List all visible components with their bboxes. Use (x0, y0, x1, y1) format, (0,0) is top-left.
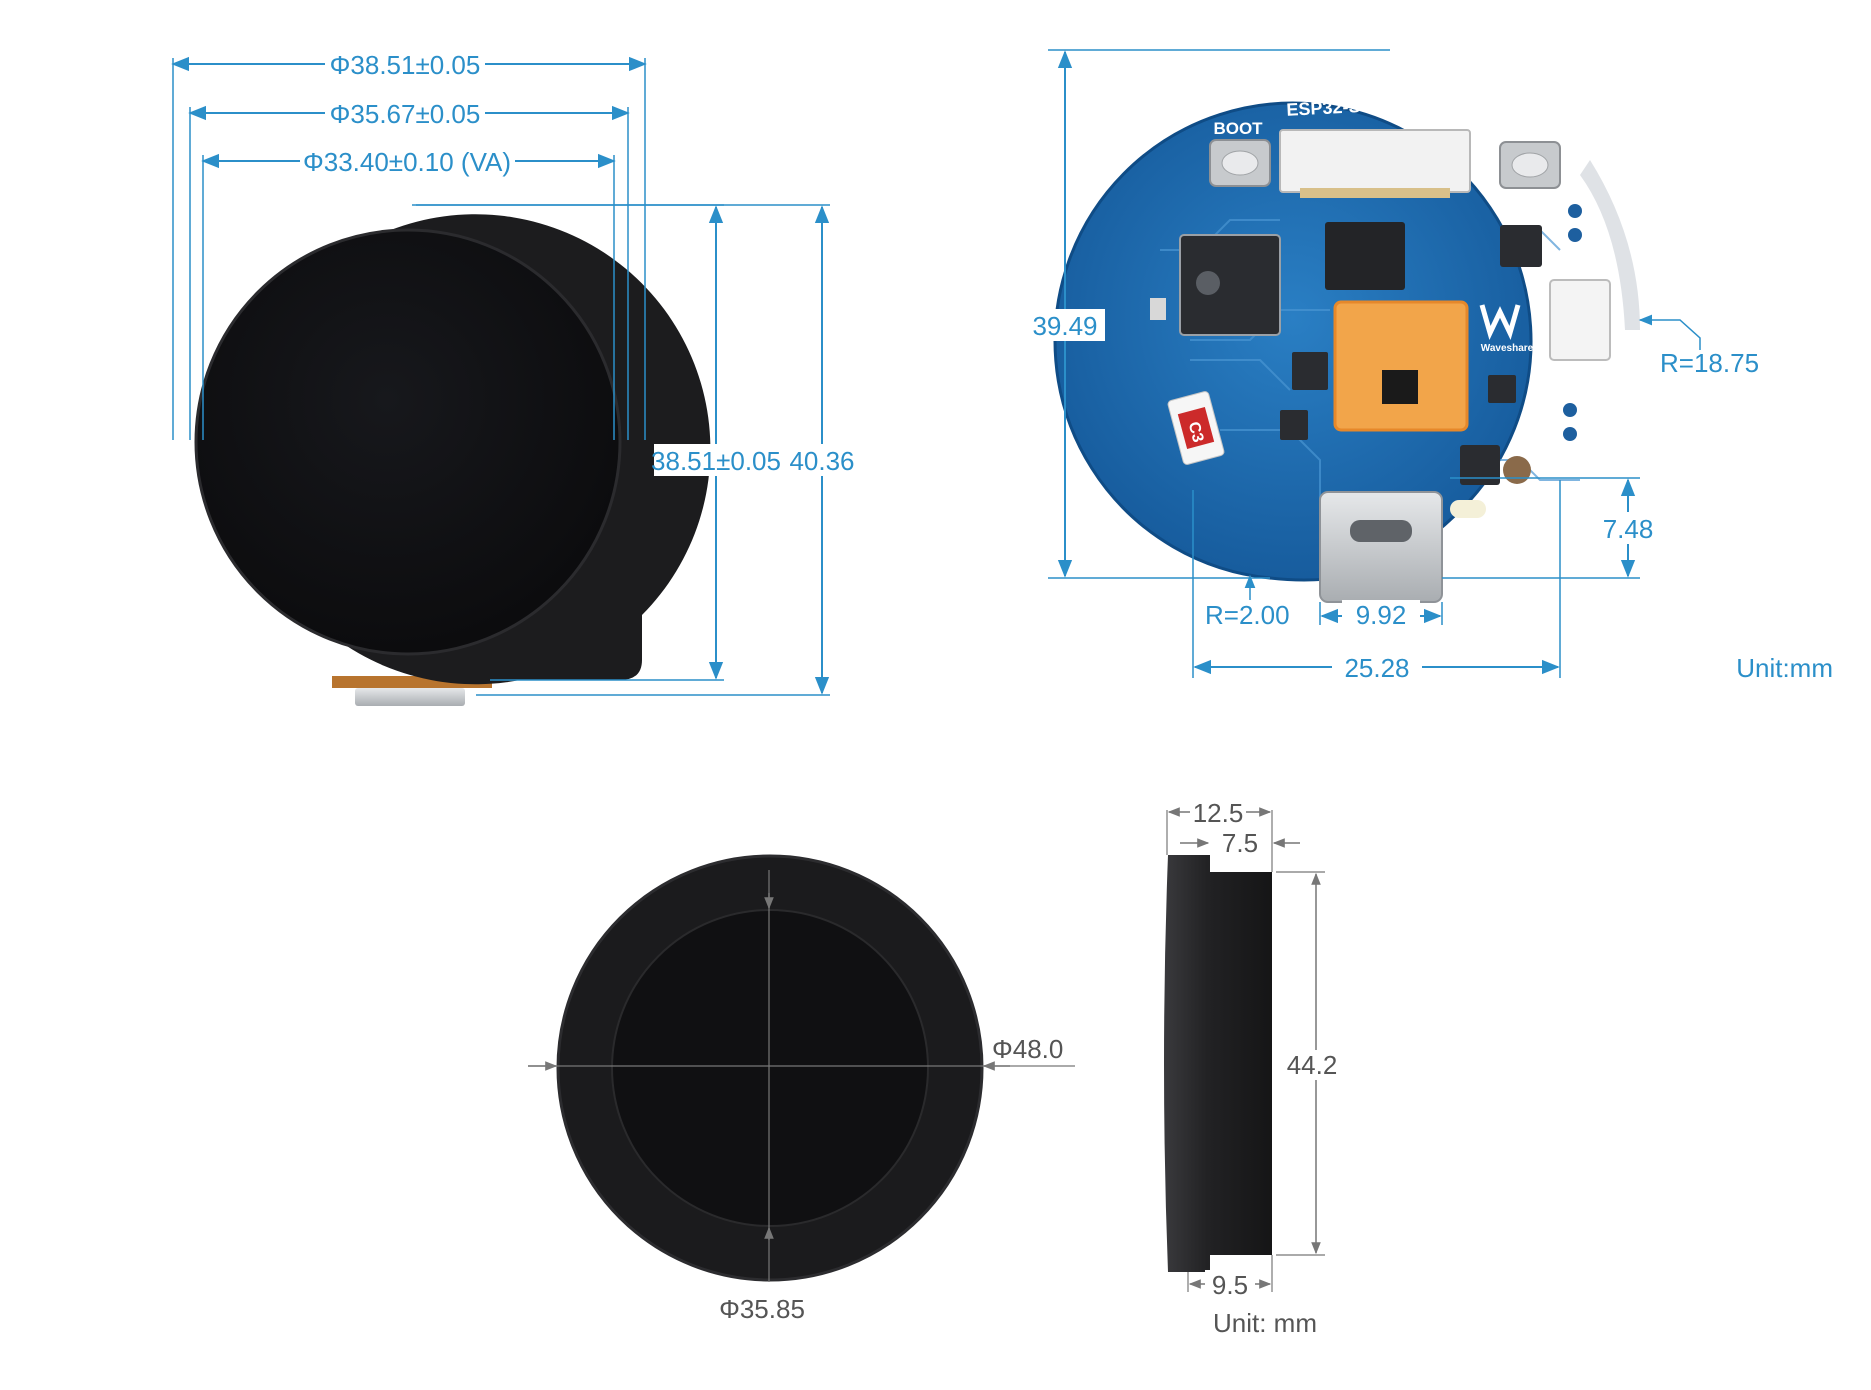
case-front-view: Φ48.0 Φ35.85 (528, 854, 1075, 1324)
fpc-connector (1279, 129, 1471, 193)
label-bottom-width: 25.28 (1344, 653, 1409, 683)
board-view: C3 ESP32-S3-Touch-LCD-1.28 BOOT RESET BA… (1025, 49, 1833, 683)
label-unit-top: Unit:mm (1736, 653, 1833, 683)
lcd-contact-area (1333, 300, 1469, 432)
label-va-dia: Φ33.40±0.10 (VA) (303, 147, 511, 177)
waveshare-logo-icon (1479, 304, 1521, 341)
case-glass (611, 909, 929, 1227)
label-bottom-height: 7.48 (1603, 514, 1654, 544)
c3-component: C3 (1167, 391, 1225, 465)
battery-connector (1549, 279, 1611, 361)
flash-chip (1325, 222, 1405, 290)
display-glass (194, 228, 622, 656)
label-total-height: 40.36 (789, 446, 854, 476)
label-boot: BOOT (1213, 119, 1263, 138)
label-radius-small: R=2.00 (1205, 600, 1290, 630)
label-unit-bottom: Unit: mm (1213, 1308, 1317, 1338)
boot-button (1209, 139, 1271, 187)
label-depth-back: 9.5 (1212, 1270, 1248, 1300)
label-brand: Waveshare (1481, 343, 1534, 354)
label-case-height: 44.2 (1287, 1050, 1338, 1080)
label-case-outer-dia: Φ48.0 (992, 1034, 1063, 1064)
label-body-height: 38.51±0.05 (651, 446, 781, 476)
label-case-inner-dia: Φ35.85 (719, 1294, 805, 1324)
reset-button (1499, 141, 1561, 189)
esp32-chip (1179, 234, 1281, 336)
usb-c-port (1319, 491, 1443, 603)
label-reset: RESET (1486, 119, 1543, 138)
label-depth-total: 12.5 (1193, 798, 1244, 828)
label-glass-dia: Φ35.67±0.05 (330, 99, 481, 129)
label-radius-large: R=18.75 (1660, 348, 1759, 378)
case-side-profile (1164, 855, 1272, 1272)
label-c3: C3 (1185, 420, 1207, 444)
label-usb-width: 9.92 (1356, 600, 1407, 630)
imu-chip (1500, 225, 1542, 267)
case-side-view: 12.5 7.5 44.2 9.5 Unit: mm (1164, 798, 1348, 1338)
label-ver2: VER2 (1450, 527, 1487, 543)
label-outer-dia: Φ38.51±0.05 (330, 50, 481, 80)
label-depth-front: 7.5 (1222, 828, 1258, 858)
leader-radius-large (1638, 314, 1701, 350)
label-bat: BAT (1558, 369, 1592, 388)
label-board-height: 39.49 (1032, 311, 1097, 341)
bottom-usb-stub (355, 688, 465, 706)
label-board-title: ESP32-S3-Touch-LCD-1.28 (1286, 88, 1513, 120)
front-view: Φ38.51±0.05 Φ35.67±0.05 Φ33.40±0.10 (VA)… (171, 48, 855, 706)
